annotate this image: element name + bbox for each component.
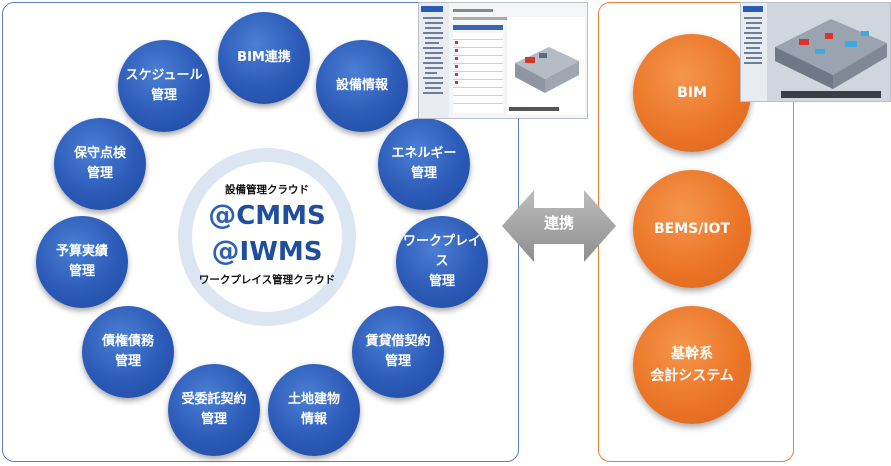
module-receivables-payables: 債権債務 管理: [82, 306, 174, 398]
iwms-brand: @IWMS: [178, 234, 356, 267]
module-outsourcing-contract: 受委託契約 管理: [168, 364, 260, 456]
external-accounting-system: 基幹系 会計システム: [633, 306, 751, 424]
module-budget-actual: 予算実績 管理: [36, 216, 128, 308]
double-arrow-icon: [502, 190, 616, 262]
module-workplace-management: ワークプレイス 管理: [396, 216, 488, 308]
cmms-brand-text: CMMS: [236, 201, 326, 231]
external-bems-iot: BEMS/IOT: [633, 170, 751, 288]
module-lease-contract: 賃貸借契約 管理: [352, 306, 444, 398]
module-equipment-info: 設備情報: [316, 40, 408, 132]
module-schedule-management: スケジュール 管理: [118, 40, 210, 132]
iwms-subtitle: ワークプレイス管理クラウド: [198, 274, 336, 286]
iwms-brand-text: IWMS: [239, 237, 323, 267]
cmms-brand: @CMMS: [178, 198, 356, 231]
core-ring-inner: [192, 162, 342, 312]
external-bim: BIM: [633, 34, 751, 152]
at-icon: @: [208, 198, 237, 231]
app-screenshot-image: [419, 3, 587, 118]
link-label: 連携: [543, 214, 574, 232]
link-arrow: 連携: [500, 186, 618, 266]
module-land-building-info: 土地建物 情報: [268, 364, 360, 456]
bim-model-image: [741, 3, 890, 101]
cmms-app-screenshot: [418, 2, 588, 119]
cmms-subtitle: 設備管理クラウド: [225, 184, 309, 196]
bim-3d-screenshot: [740, 2, 891, 102]
module-bim-link: BIM連携: [218, 12, 310, 104]
module-energy-management: エネルギー 管理: [378, 118, 470, 210]
module-maintenance-inspection: 保守点検 管理: [54, 118, 146, 210]
at-icon: @: [211, 234, 240, 267]
